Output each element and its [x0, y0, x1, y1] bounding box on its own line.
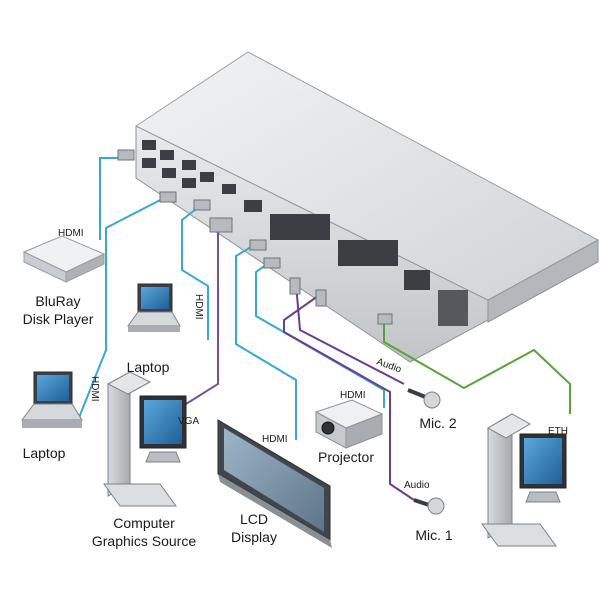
- rear-ports: [142, 140, 468, 326]
- label-laptop-mid: Laptop: [127, 359, 170, 375]
- cable-hdmi-laptop-mid: [181, 205, 209, 340]
- cable-label-hdmi-laptop-left: HDMI: [89, 376, 100, 402]
- cable-audio-mic2: [295, 283, 405, 385]
- laptop-left: [21, 371, 83, 428]
- eth-computer: [481, 413, 567, 547]
- cable-audio-mic1: [283, 295, 415, 501]
- cable-label-audio-mic1: Audio: [404, 480, 430, 491]
- label-lcd-line2: Display: [231, 529, 277, 545]
- cable-label-vga: VGA: [178, 416, 199, 427]
- cable-label-hdmi-lcd: HDMI: [262, 434, 288, 445]
- label-bluray-line2: Disk Player: [23, 311, 94, 327]
- cable-label-hdmi-bluray: HDMI: [58, 228, 84, 239]
- computer-graphics-source: [103, 371, 187, 507]
- cable-hdmi-lcd: [235, 243, 297, 440]
- lcd-display: [217, 419, 332, 548]
- cable-label-audio-mic2: Audio: [375, 356, 403, 375]
- cable-label-eth: ETH: [548, 426, 568, 437]
- label-projector: Projector: [318, 449, 374, 465]
- cable-connectors: [117, 149, 393, 325]
- label-mic2: Mic. 2: [419, 415, 457, 431]
- label-mic1: Mic. 1: [415, 527, 453, 543]
- cable-label-hdmi-laptop-mid: HDMI: [193, 294, 204, 320]
- cable-label-hdmi-projector: HDMI: [340, 390, 366, 401]
- switcher-unit: [135, 51, 599, 363]
- label-computer-line2: Graphics Source: [92, 533, 196, 549]
- bluray-player: [22, 235, 106, 283]
- label-computer-line1: Computer: [113, 515, 175, 531]
- laptop-mid: [127, 283, 181, 332]
- cable-eth: [383, 320, 571, 414]
- cable-hdmi-laptop-left: [77, 195, 169, 421]
- label-laptop-left: Laptop: [23, 445, 66, 461]
- projector: [314, 399, 384, 449]
- label-lcd-line1: LCD: [240, 511, 268, 527]
- cable-hdmi-projector: [255, 261, 385, 408]
- cable-hdmi-bluray: [99, 157, 130, 240]
- microphone-1: [413, 497, 445, 515]
- label-bluray-line1: BluRay: [35, 293, 80, 309]
- microphone-2: [407, 388, 441, 409]
